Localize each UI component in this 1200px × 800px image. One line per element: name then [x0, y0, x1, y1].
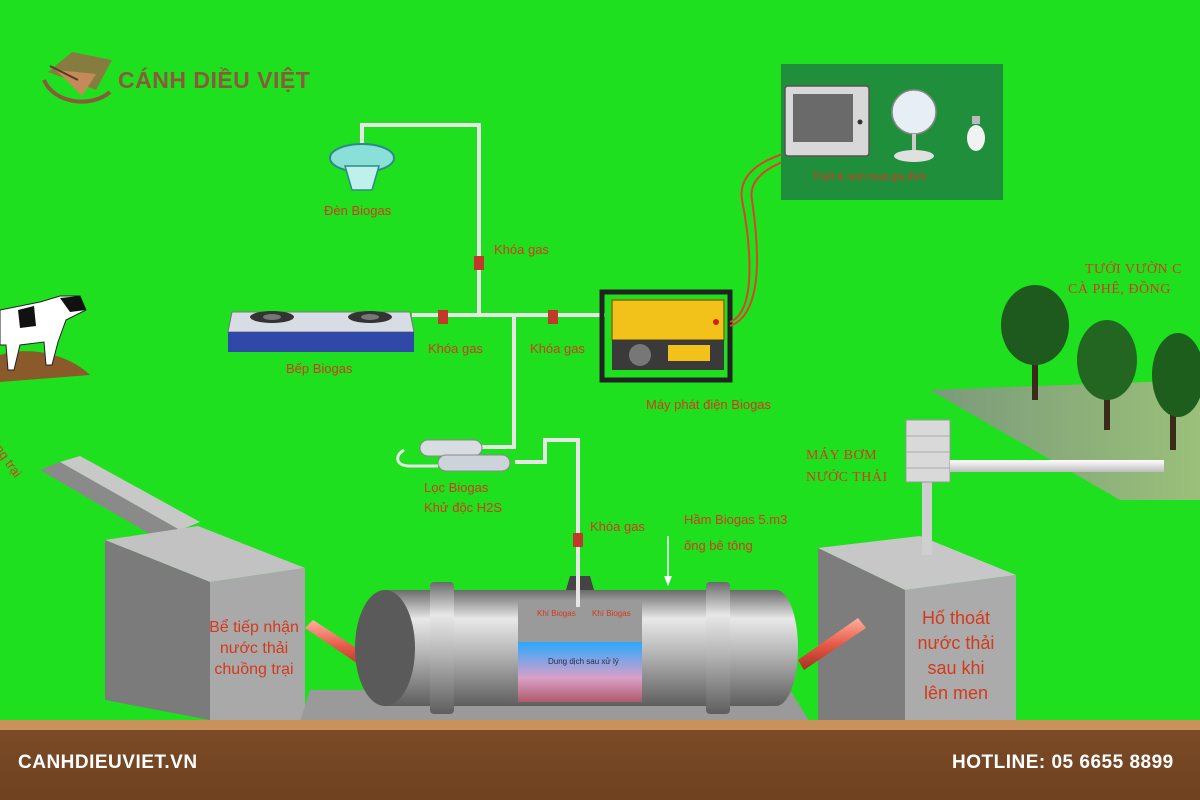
bulb-icon — [967, 116, 985, 151]
footer-bar — [0, 720, 1200, 800]
label-may-bom: MÁY BƠM — [806, 448, 878, 463]
outlet-tank — [818, 536, 1016, 720]
label-bep-biogas: Bếp Biogas — [286, 361, 353, 376]
digester-tank — [355, 576, 798, 714]
valve-icon — [438, 256, 583, 547]
gas-stove-icon — [227, 311, 415, 352]
label-loc-biogas: Lọc Biogas — [424, 480, 489, 495]
label-thiet-bi: Thiết bị sinh hoạt gia đình — [812, 172, 927, 183]
label-khoa-gas-right: Khóa gas — [530, 341, 585, 356]
gas-pipes — [360, 123, 605, 588]
label-khu-doc: Khử độc H2S — [424, 500, 503, 515]
fan-icon — [891, 89, 937, 162]
label-tuoi-vuon-2: CÀ PHÊ, ĐỒNG — [1068, 282, 1171, 297]
gas-riser-pipe — [576, 547, 580, 607]
label-dung-dich: Dung dịch sau xử lý — [548, 657, 619, 666]
tv-icon — [784, 85, 870, 157]
logo-kite-icon — [42, 52, 112, 104]
label-tuoi-vuon-1: TƯỚI VƯỜN C — [1085, 262, 1182, 277]
label-be-tiep-nhan: Bể tiếp nhận nước thải chuồng trại — [209, 619, 299, 678]
lamp-icon — [329, 143, 395, 191]
receiving-tank — [105, 526, 305, 720]
footer-website[interactable]: CANHDIEUVIET.VN — [18, 752, 198, 773]
brand-name: CÁNH DIỀU VIỆT — [118, 67, 311, 93]
footer-hotline[interactable]: HOTLINE: 05 6655 8899 — [952, 752, 1174, 773]
label-nuoc-thai: NƯỚC THẢI — [806, 470, 888, 485]
inlet-chute — [40, 456, 200, 540]
label-den-biogas: Đèn Biogas — [324, 203, 392, 218]
label-ho-thoat: Hố thoát nước thải sau khi lên men — [917, 608, 995, 703]
label-khoa-gas-tank: Khóa gas — [590, 519, 645, 534]
power-cable — [729, 151, 796, 327]
label-khi-biogas-1: Khí Biogas — [537, 609, 576, 618]
tree-icon — [1001, 285, 1200, 450]
label-ham-biogas: Hầm Biogas 5.m3 — [684, 512, 788, 527]
filter-icon — [396, 439, 511, 472]
label-ong-be-tong: ống bê tông — [684, 538, 753, 553]
generator-icon — [599, 289, 733, 383]
label-khoa-gas-left: Khóa gas — [428, 341, 483, 356]
cow-icon — [0, 295, 90, 382]
label-khi-biogas-2: Khí Biogas — [592, 609, 631, 618]
pointer-arrowhead — [664, 576, 672, 586]
pump-icon — [905, 419, 1164, 555]
label-khoa-gas-top: Khóa gas — [494, 242, 549, 257]
outlet-pipe — [798, 618, 866, 670]
label-may-phat-dien: Máy phát điện Biogas — [646, 397, 772, 412]
